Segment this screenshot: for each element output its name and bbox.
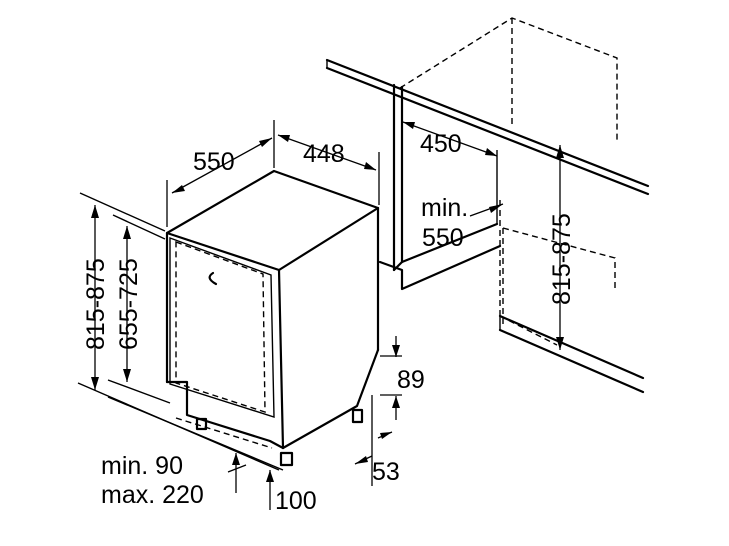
label-niche-min: min. <box>421 194 468 222</box>
label-plinth-53: 53 <box>372 458 400 486</box>
dimension-arrowheads <box>91 122 564 482</box>
label-height-right: 815-875 <box>548 213 576 305</box>
label-height-left: 815-875 <box>82 258 110 350</box>
label-plinth-max: max. 220 <box>101 481 204 509</box>
label-plinth-89: 89 <box>397 366 425 394</box>
dimension-labels: 550 448 450 min. 550 815-875 815-875 655… <box>82 130 576 515</box>
dimension-lines <box>94 120 561 510</box>
label-door-height: 655-725 <box>115 258 143 350</box>
label-niche-depth-450: 450 <box>420 130 462 158</box>
worktop-niche <box>325 17 650 394</box>
label-plinth-100: 100 <box>275 487 317 515</box>
dishwasher-body <box>165 169 380 467</box>
label-depth-448: 448 <box>303 140 345 168</box>
label-width-550: 550 <box>193 148 235 176</box>
label-niche-min-550: 550 <box>422 224 464 252</box>
label-plinth-min: min. 90 <box>101 452 183 480</box>
left-reference-lines <box>77 192 284 471</box>
